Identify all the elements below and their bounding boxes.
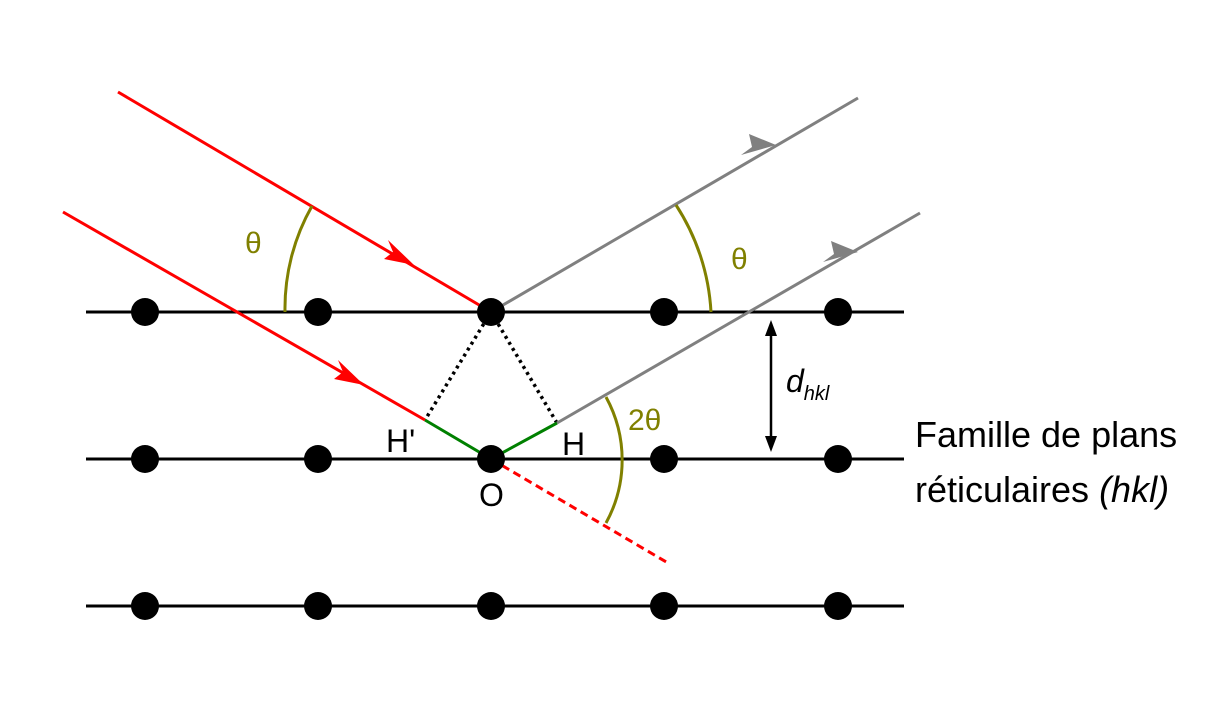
incident-ray-extension [490,457,669,565]
arrow-head-reflected-2 [823,241,858,262]
atoms [131,298,852,620]
atom [131,445,159,473]
atom [304,592,332,620]
atom [477,592,505,620]
atom [650,592,678,620]
h-prime-label: H' [386,423,415,459]
two-theta-arc [604,396,624,524]
dotted-to-h-prime [423,311,493,421]
arrow-head-reflected-1 [741,134,776,155]
theta-label-reflected: θ [731,243,748,276]
incident-ray-1 [117,90,492,314]
reflected-ray-1 [490,96,859,314]
atom [650,445,678,473]
h-label: H [562,426,585,462]
atom [477,445,505,473]
two-theta-label: 2θ [628,404,661,437]
atom [824,445,852,473]
atom [131,298,159,326]
theta-arc-reflected [674,204,713,313]
reflected-rays [490,96,921,425]
family-label-line1: Famille de plans [915,414,1177,455]
incident-ray-2 [62,210,426,422]
atom [304,298,332,326]
family-label-line2: réticulaires (hkl) [915,469,1169,510]
atom [824,298,852,326]
dotted-to-h [489,311,559,424]
d-hkl-label: dhkl [786,363,830,405]
atom [650,298,678,326]
theta-label-incident: θ [245,227,262,260]
origin-label: O [479,477,504,513]
angle-arcs [283,204,713,524]
d-arrow-head-top [765,320,777,336]
arrow-head-incident-2 [334,360,364,385]
theta-arc-incident [283,205,314,313]
construction-lines [423,311,559,424]
atom [824,592,852,620]
atom [477,298,505,326]
d-arrow-head-bottom [765,436,777,452]
atom [131,592,159,620]
arrow-head-incident-1 [384,240,414,265]
reflected-ray-2 [556,211,921,425]
incident-rays [62,90,669,565]
atom [304,445,332,473]
